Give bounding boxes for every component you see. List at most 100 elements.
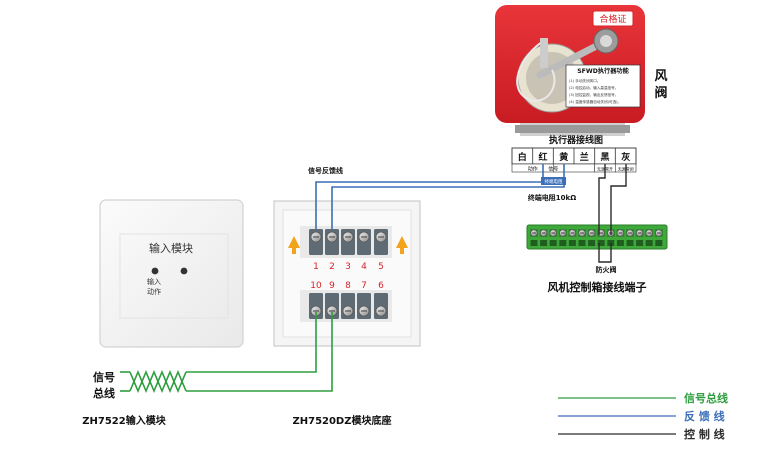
terminal-hole — [549, 240, 557, 246]
damper-title-1: 风 — [654, 69, 667, 84]
legend-label-feedback: 反 馈 线 — [684, 409, 725, 423]
legend-label-control: 控 制 线 — [684, 427, 725, 441]
feedback-wires — [315, 164, 565, 229]
terminal-hole — [588, 240, 596, 246]
led-label-action: 动作 — [147, 287, 161, 296]
fan-control-terminal-block — [526, 224, 668, 250]
sub-signal-box — [552, 163, 595, 173]
base-number: 9 — [329, 281, 335, 291]
control-wire-1 — [598, 164, 606, 235]
terminal-hole — [568, 240, 576, 246]
input-module-panel — [99, 199, 244, 348]
resistor-label: 终端电阻10kΩ — [528, 193, 576, 202]
led-label-input: 输入 — [147, 277, 161, 286]
screw-icon — [616, 229, 624, 237]
screw-icon — [342, 305, 354, 317]
terminal-resistor — [541, 177, 566, 185]
screw-icon — [326, 305, 338, 317]
action-led-icon — [180, 267, 188, 275]
terminal-hole — [645, 240, 653, 246]
screw-icon — [549, 229, 557, 237]
info-line: (3) 回控监视，输出反馈信号。 — [569, 92, 618, 97]
screw-icon — [358, 305, 370, 317]
signal-bus-wires — [120, 312, 333, 394]
base-number: 6 — [378, 281, 384, 291]
bus-wire-2 — [186, 312, 333, 392]
damper-title-2: 阀 — [654, 85, 667, 101]
terminal-hole — [597, 240, 605, 246]
info-title: SFWD执行器功能 — [577, 67, 629, 75]
terminal-white: 白 — [518, 151, 527, 163]
screw-icon — [530, 229, 538, 237]
base-number: 7 — [361, 281, 367, 291]
input-led-icon — [151, 267, 159, 275]
screw-icon — [578, 229, 586, 237]
screw-icon — [626, 229, 634, 237]
fire-valve-bracket — [598, 243, 612, 263]
screw-icon — [326, 231, 338, 243]
damper-metal-strip — [515, 125, 630, 133]
bus-label-1: 信号 — [93, 370, 115, 384]
terminal-grey: 灰 — [621, 151, 630, 163]
function-info-panel — [565, 64, 641, 108]
input-module-face — [119, 233, 229, 319]
terminal-black: 黑 — [600, 152, 609, 163]
info-line: (2) 电控启动，输入高温信号。 — [569, 85, 618, 90]
base-number: 1 — [313, 262, 319, 272]
pull-pin — [540, 38, 548, 68]
terminal-screws — [530, 229, 663, 246]
screw-icon — [540, 229, 548, 237]
terminal-blue: 兰 — [580, 151, 589, 163]
terminal-hole — [559, 240, 567, 246]
screw-icon — [559, 229, 567, 237]
terminal-hole — [578, 240, 586, 246]
terminal-hole — [626, 240, 634, 246]
base-number: 2 — [329, 262, 335, 272]
screw-icon — [636, 229, 644, 237]
legend-label-signal: 信号总线 — [684, 391, 728, 405]
screw-icon — [310, 231, 322, 243]
terminal-hole — [540, 240, 548, 246]
terminal-hole — [655, 240, 663, 246]
base-number: 4 — [361, 262, 367, 272]
sub-action: 动作 — [528, 166, 538, 173]
handle-knob-center — [600, 35, 612, 47]
screw-icon — [655, 229, 663, 237]
pull-cable — [516, 39, 556, 102]
screw-icon — [342, 231, 354, 243]
base-number: 3 — [345, 262, 351, 272]
screw-icon — [375, 305, 387, 317]
terminal-hole — [636, 240, 644, 246]
cert-label-box — [592, 10, 634, 27]
legend: 信号总线 反 馈 线 控 制 线 — [558, 391, 728, 441]
input-module: 输入模块 输入 动作 — [99, 199, 244, 348]
base-screws — [309, 229, 388, 319]
terminal-yellow: 黄 — [559, 151, 568, 163]
control-wire-2 — [610, 164, 627, 235]
module-base: 1 2 3 4 5 10 9 8 7 6 — [273, 200, 421, 347]
sub-signal: 信号 — [548, 166, 558, 173]
base-number: 8 — [345, 281, 351, 291]
info-line: (1) 手动关闭风口。 — [569, 78, 600, 83]
actuator-terminal-strip: 白 红 黄 兰 黑 灰 动作 信号 无源常开 无源常闭 终端电阻 — [511, 147, 637, 185]
screw-icon — [588, 229, 596, 237]
control-wires — [598, 164, 627, 263]
feedback-wire-2 — [331, 164, 565, 229]
info-line: (4) 温度传感器自动关闭(可选)。 — [569, 99, 621, 104]
screw-icon — [568, 229, 576, 237]
bus-wire-1 — [186, 312, 317, 373]
terminal-red: 红 — [538, 151, 547, 163]
fire-damper-actuator: 合格证 SFWD执行器功能 (1) 手动关闭风口。 (2) 电控启动，输入高温信… — [495, 5, 645, 136]
feedback-wire-1 — [315, 164, 544, 229]
arrow-up-icon — [396, 236, 408, 254]
screw-icon — [358, 231, 370, 243]
fan-box-caption: 风机控制箱接线端子 — [548, 280, 647, 294]
base-number: 5 — [378, 262, 384, 272]
bus-label-2: 总线 — [93, 386, 115, 400]
terminal-hole — [616, 240, 624, 246]
cert-label: 合格证 — [599, 13, 626, 25]
resistor-box-label: 终端电阻 — [545, 178, 563, 185]
input-module-caption: ZH7522输入模块 — [82, 414, 166, 427]
base-number: 10 — [310, 281, 322, 291]
